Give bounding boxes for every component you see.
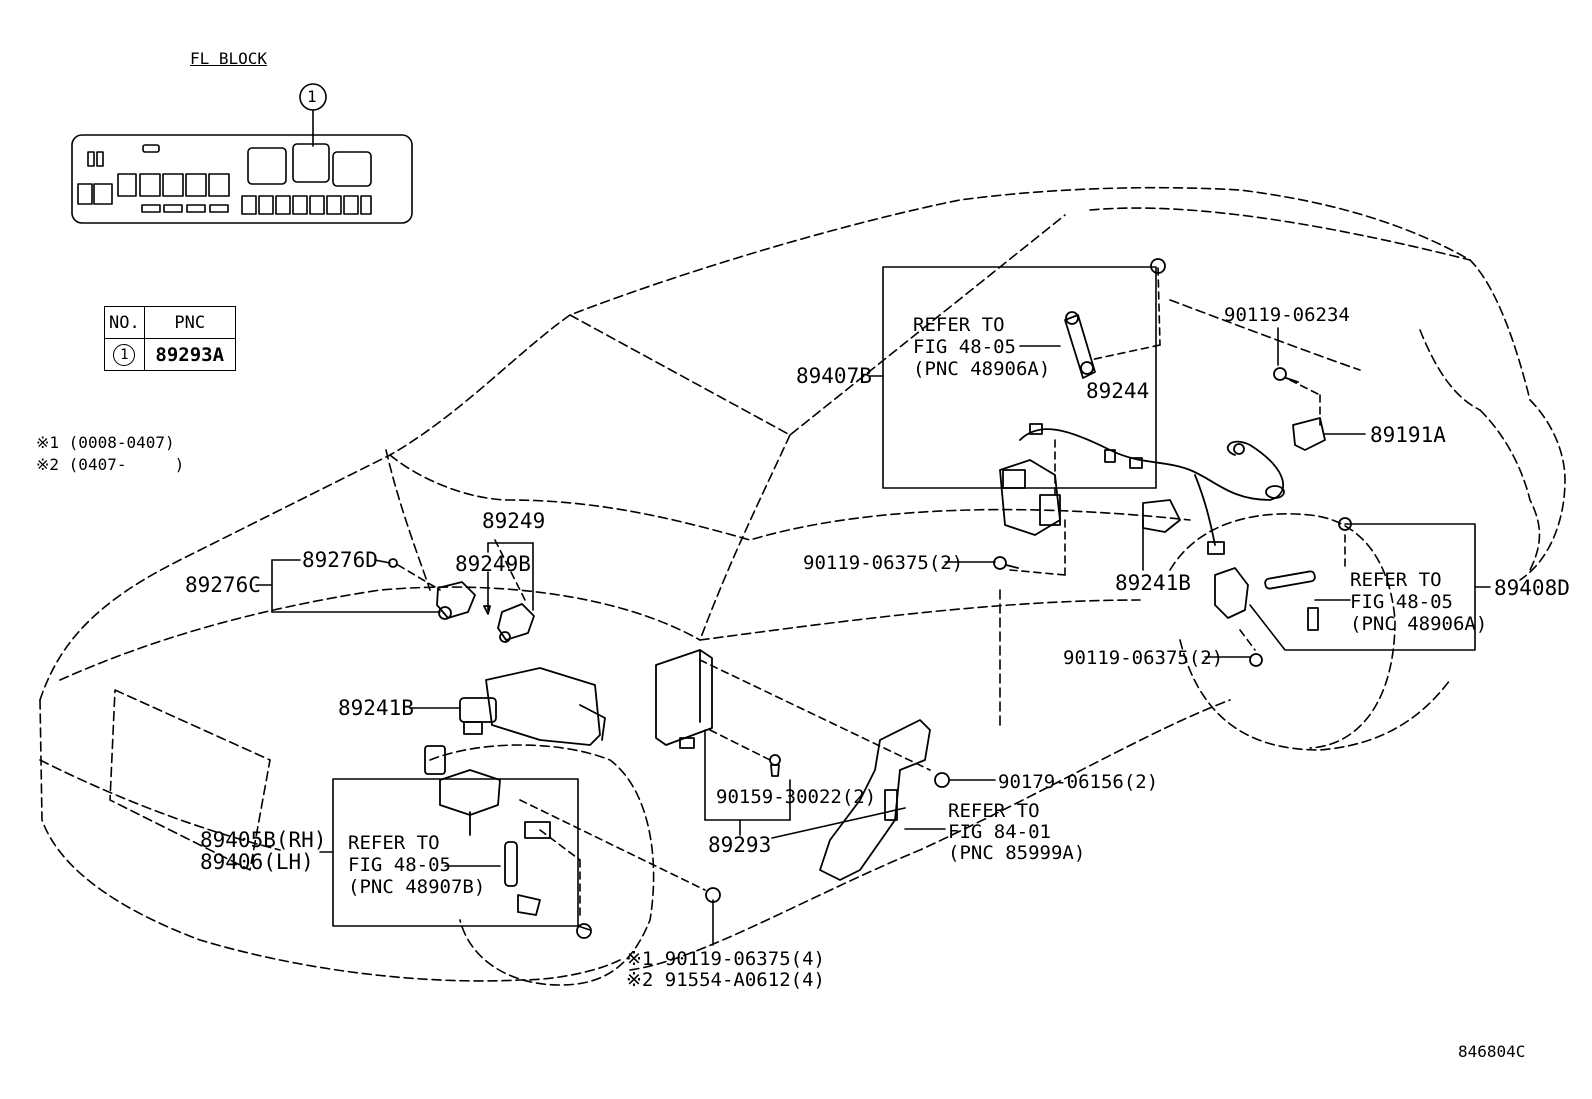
label-89408D: 89408D	[1494, 576, 1570, 600]
ref-front-line2: FIG 48-05	[348, 854, 451, 876]
ref-front-line3: (PNC 48907B)	[348, 876, 486, 898]
figure-id: 846804C	[1458, 1042, 1526, 1061]
note-2: ※2 (0407- )	[36, 455, 185, 474]
component-sensors	[388, 258, 1352, 939]
fl-block-title: FL BLOCK	[190, 49, 268, 68]
ref-rear-line3: (PNC 48906A)	[1350, 613, 1488, 635]
pnc-table-header-no: NO.	[104, 306, 145, 339]
label-89249: 89249	[482, 509, 546, 533]
label-89406: 89406(LH)	[200, 850, 314, 874]
ref-top-line1: REFER TO	[913, 314, 1005, 336]
label-89407B: 89407B	[796, 364, 872, 388]
pnc-table: NO. PNC 1 89293A	[104, 306, 236, 371]
pnc-table-header-pnc: PNC	[143, 306, 236, 339]
label-89249B: 89249B	[455, 552, 531, 576]
label-90119-front: ※1 90119-06375(4)	[626, 948, 825, 970]
label-90159: 90159-30022(2)	[716, 786, 877, 808]
ref-bracket-line2: FIG 84-01	[948, 821, 1051, 843]
assembly-lines	[397, 267, 1346, 921]
label-89293: 89293	[708, 833, 772, 857]
ref-top-line3: (PNC 48906A)	[913, 358, 1051, 380]
label-89276D: 89276D	[302, 548, 378, 572]
label-90119-rear: 90119-06375(2)	[1063, 647, 1224, 669]
pnc-table-cell-pnc: 89293A	[143, 338, 236, 371]
pnc-table-no-circle: 1	[113, 343, 136, 366]
label-89244: 89244	[1086, 379, 1150, 403]
ref-bracket-line3: (PNC 85999A)	[948, 842, 1086, 864]
note-1: ※1 (0008-0407)	[36, 433, 175, 452]
label-89241B-front: 89241B	[338, 696, 414, 720]
label-89405B: 89405B(RH)	[200, 828, 327, 852]
ref-rear-line1: REFER TO	[1350, 569, 1442, 591]
ref-front-line1: REFER TO	[348, 832, 440, 854]
ref-rear-line2: FIG 48-05	[1350, 591, 1453, 613]
label-90119-06234: 90119-06234	[1224, 304, 1350, 326]
ref-bracket-line1: REFER TO	[948, 800, 1040, 822]
ref-top-line2: FIG 48-05	[913, 336, 1016, 358]
label-90119-mid: 90119-06375(2)	[803, 552, 964, 574]
label-89191A: 89191A	[1370, 423, 1446, 447]
label-89276C: 89276C	[185, 573, 261, 597]
fl-block-callout: 1	[307, 87, 317, 106]
label-90179: 90179-06156(2)	[998, 771, 1159, 793]
label-91554: ※2 91554-A0612(4)	[626, 969, 825, 991]
fl-block-panel	[71, 83, 413, 224]
car-body-outline	[39, 186, 1566, 986]
label-89241B-rear: 89241B	[1115, 571, 1191, 595]
pnc-table-cell-no: 1	[104, 338, 145, 371]
